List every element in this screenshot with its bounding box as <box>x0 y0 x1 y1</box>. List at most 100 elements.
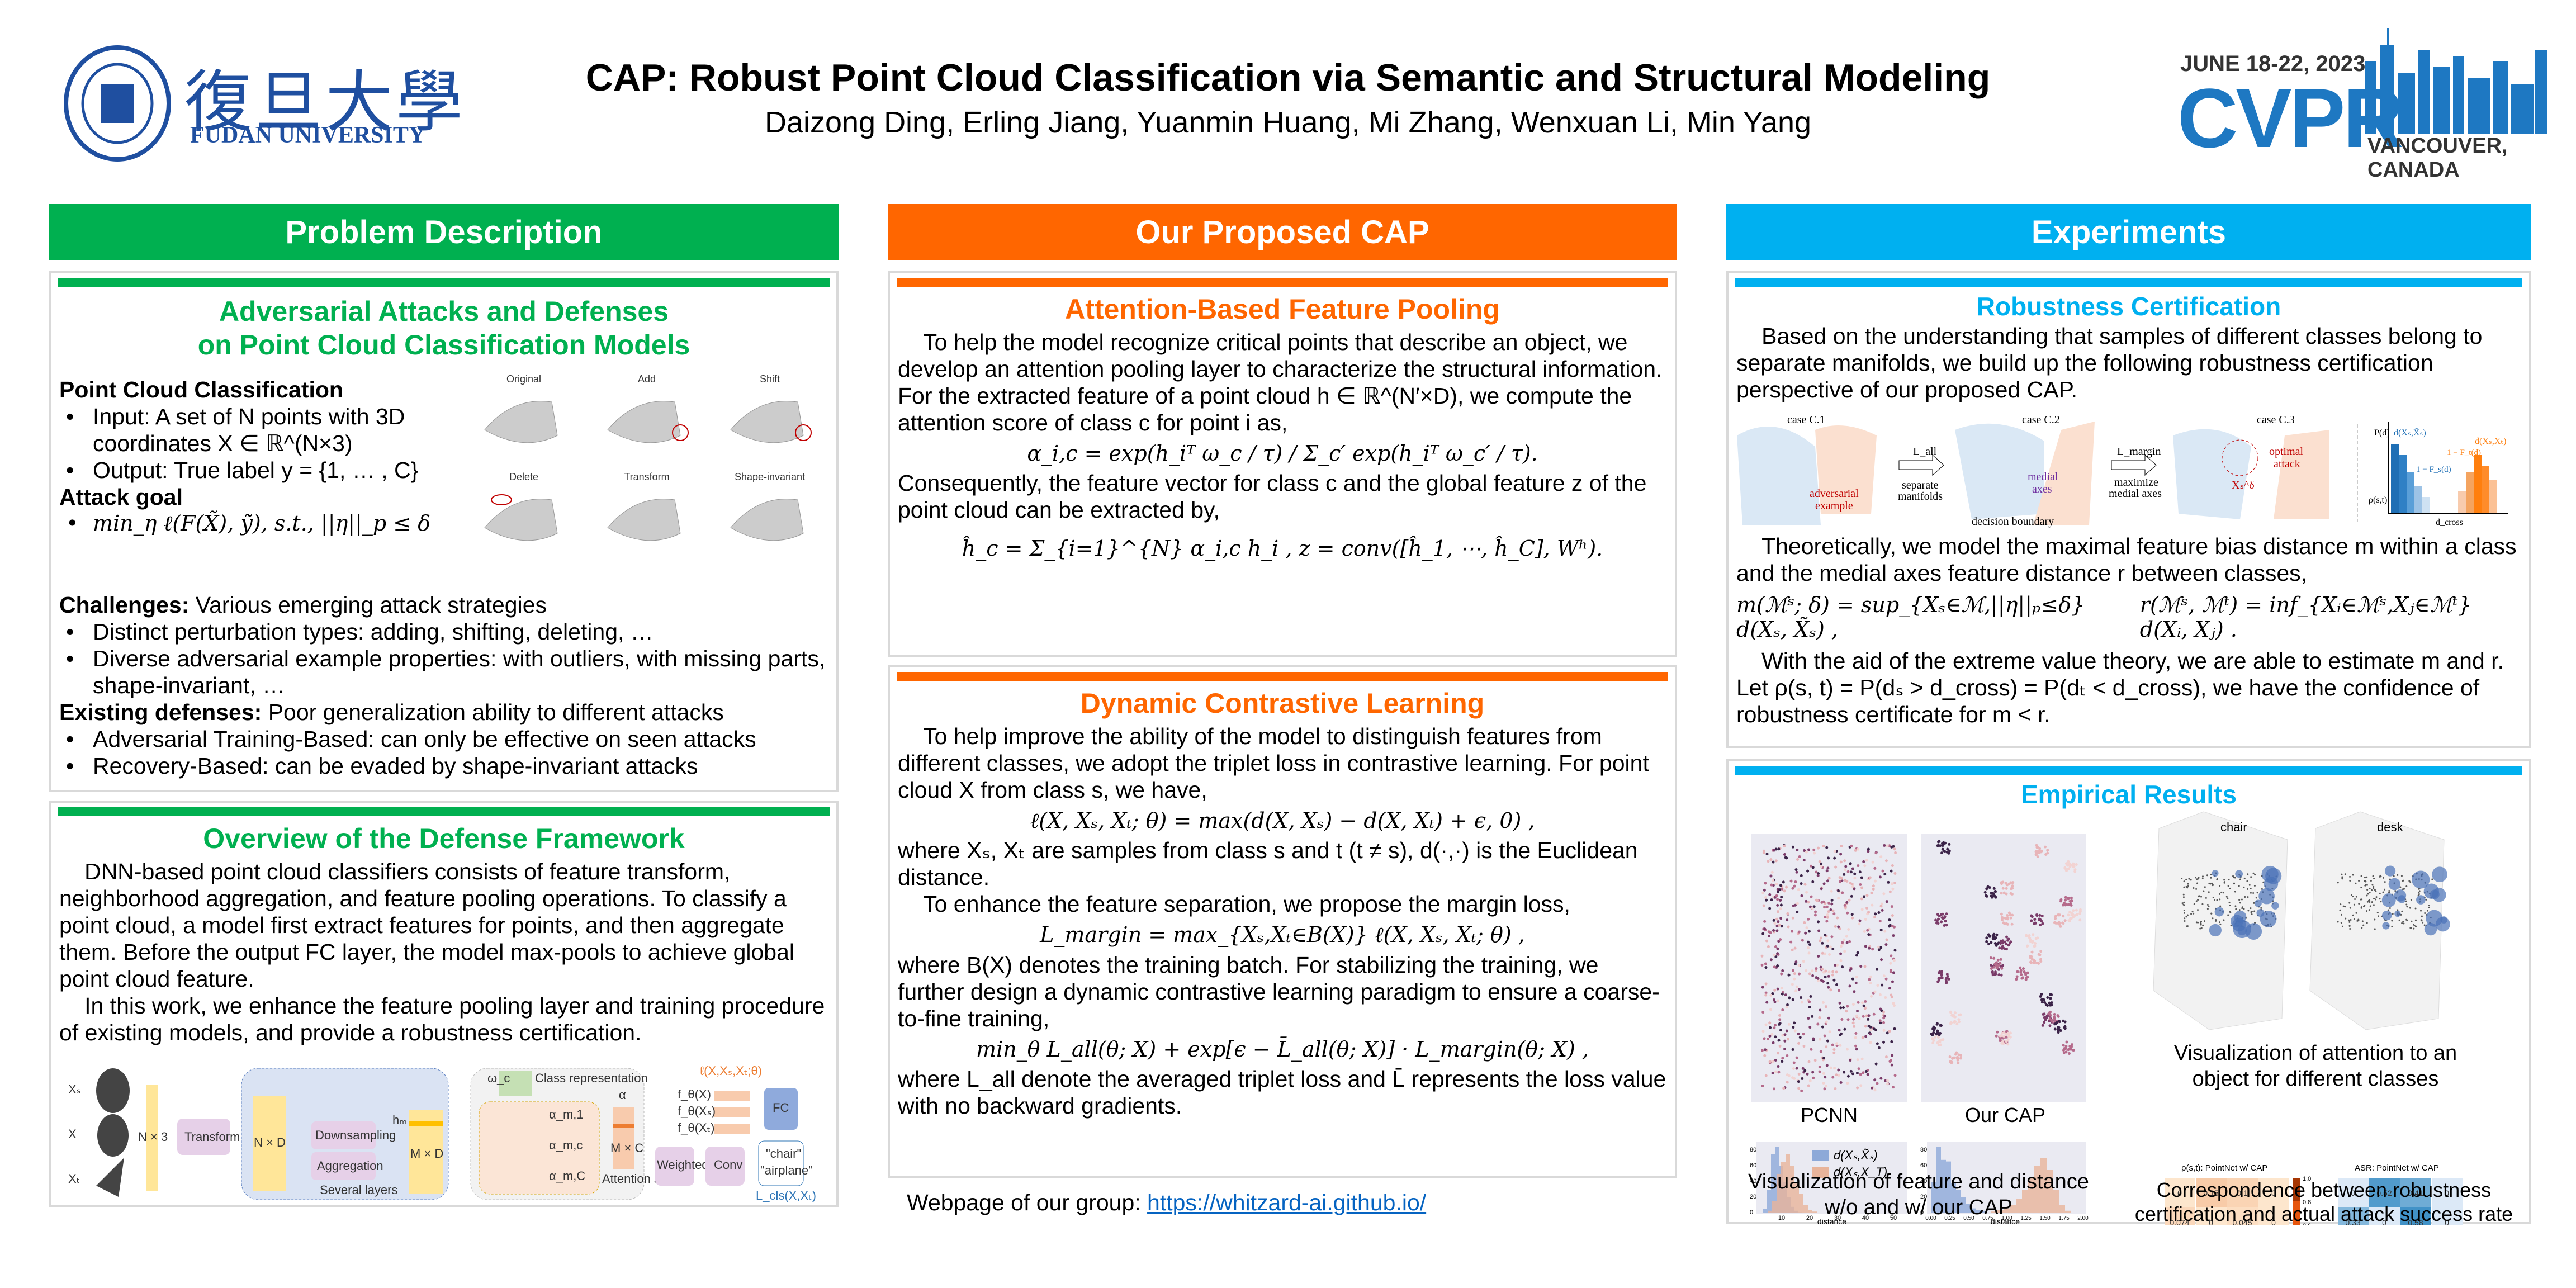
tsne-point <box>1811 1071 1815 1074</box>
tsne-point <box>1780 925 1783 928</box>
fig-d2: d(Xₛ,Xₜ) <box>2475 437 2506 446</box>
tsne-point <box>1827 877 1831 880</box>
tsne-point <box>1955 1051 1958 1054</box>
tsne-point <box>1877 945 1880 949</box>
point <box>2204 920 2206 922</box>
tsne-point <box>1800 996 1803 1000</box>
tsne-point <box>1777 1065 1780 1068</box>
tsne-point <box>2064 1045 2068 1048</box>
tsne-point <box>1855 976 1858 979</box>
tsne-point <box>1998 946 2001 950</box>
tsne-point <box>1888 1030 1891 1033</box>
tsne-point <box>1775 929 1779 932</box>
tsne-point <box>1852 1021 1855 1025</box>
tsne-point <box>1770 870 1774 874</box>
tsne-point <box>1825 1045 1828 1049</box>
tsne-point <box>1816 846 1820 850</box>
tsne-point <box>1823 1034 1826 1038</box>
point <box>2379 898 2381 900</box>
tsne-point <box>1819 965 1822 969</box>
tsne-point <box>1879 929 1883 932</box>
tsne-point <box>1940 976 1944 979</box>
tsne-point <box>1843 1027 1846 1031</box>
hist-ytick: 0 <box>1920 1209 1924 1216</box>
attention-point <box>2394 911 2401 917</box>
tsne-point <box>1830 898 1834 902</box>
tsne-point <box>1878 1019 1882 1022</box>
fig-adv2: example <box>1815 500 1853 512</box>
attention-label-desk: desk <box>2377 820 2403 834</box>
tsne-point <box>1871 1086 1874 1090</box>
tsne-point <box>1838 1001 1841 1005</box>
tsne-point <box>2006 1043 2010 1046</box>
tsne-point <box>1768 1060 1772 1063</box>
tsne-point <box>2078 908 2082 911</box>
tsne-point <box>1936 1036 1940 1039</box>
point <box>2375 896 2378 898</box>
point <box>2379 874 2381 877</box>
tsne-point <box>1827 856 1830 860</box>
certification-paragraph-1: Based on the understanding that samples … <box>1736 323 2483 403</box>
tsne-point <box>1880 902 1883 906</box>
tsne-point <box>2020 977 2024 980</box>
diagram-hm: hₘ <box>392 1113 407 1127</box>
tsne-point <box>1791 930 1794 933</box>
framework-overview-panel: Overview of the Defense Framework DNN-ba… <box>49 801 839 1208</box>
tsne-point <box>2067 913 2070 917</box>
hist-legend-2: d(Xₛ,X_T) <box>1834 1165 1887 1179</box>
chair-point-cloud <box>607 401 681 443</box>
tsne-point <box>1825 846 1829 849</box>
tsne-point <box>1846 870 1850 873</box>
tsne-point <box>1862 1071 1865 1074</box>
tsne-point <box>1883 930 1887 933</box>
tsne-point <box>1802 1033 1805 1036</box>
tsne-point <box>1794 962 1797 965</box>
heatmap-value: 0.58 <box>2408 1218 2423 1225</box>
point <box>2219 905 2222 907</box>
tsne-point <box>1803 849 1806 852</box>
tsne-point <box>1996 958 2000 962</box>
tsne-point <box>1939 1024 1942 1027</box>
defense-item: Recovery-Based: can be evaded by shape-i… <box>59 753 831 780</box>
attention-point <box>2260 911 2277 927</box>
tsne-point <box>1890 996 1893 999</box>
point <box>2182 903 2185 906</box>
point <box>2369 901 2371 903</box>
attention-3d-desk <box>2309 811 2450 1030</box>
tsne-point <box>1813 913 1817 917</box>
point <box>2244 896 2246 898</box>
point <box>2184 917 2186 920</box>
diagram-f1: f_θ(X) <box>678 1087 711 1101</box>
tsne-point <box>1945 973 1949 976</box>
tsne-point <box>1886 844 1889 847</box>
tsne-point <box>1998 1039 2001 1043</box>
point <box>2344 873 2346 875</box>
point <box>2361 898 2363 901</box>
tsne-point <box>2023 970 2026 974</box>
tsne-point <box>2032 933 2035 936</box>
tsne-point <box>2059 899 2063 903</box>
tsne-point <box>1993 942 1997 945</box>
tsne-point <box>1885 938 1888 941</box>
tsne-point <box>1776 964 1779 967</box>
webpage-link[interactable]: https://whitzard-ai.github.io/ <box>1147 1190 1427 1215</box>
tsne-point <box>1814 910 1817 913</box>
tsne-point <box>2019 970 2023 974</box>
point <box>2366 894 2368 897</box>
point <box>2394 890 2397 892</box>
tsne-point <box>1769 1026 1772 1029</box>
tsne-point <box>1883 844 1886 847</box>
tsne-point <box>1774 945 1777 949</box>
point <box>2241 898 2243 901</box>
tsne-point <box>1937 917 1940 921</box>
tsne-point <box>1834 865 1838 869</box>
tsne-point <box>2010 922 2014 926</box>
tsne-point <box>2024 973 2028 976</box>
tsne-point <box>1820 887 1823 891</box>
tsne-point <box>1764 991 1768 995</box>
tsne-point <box>1760 1049 1764 1052</box>
tsne-point <box>1884 977 1888 981</box>
margin-loss-equation: L_margin = max_{Xₛ,Xₜ∈B(X)} ℓ(X, Xₛ, Xₜ;… <box>1040 922 1525 948</box>
tsne-point <box>1940 851 1944 855</box>
